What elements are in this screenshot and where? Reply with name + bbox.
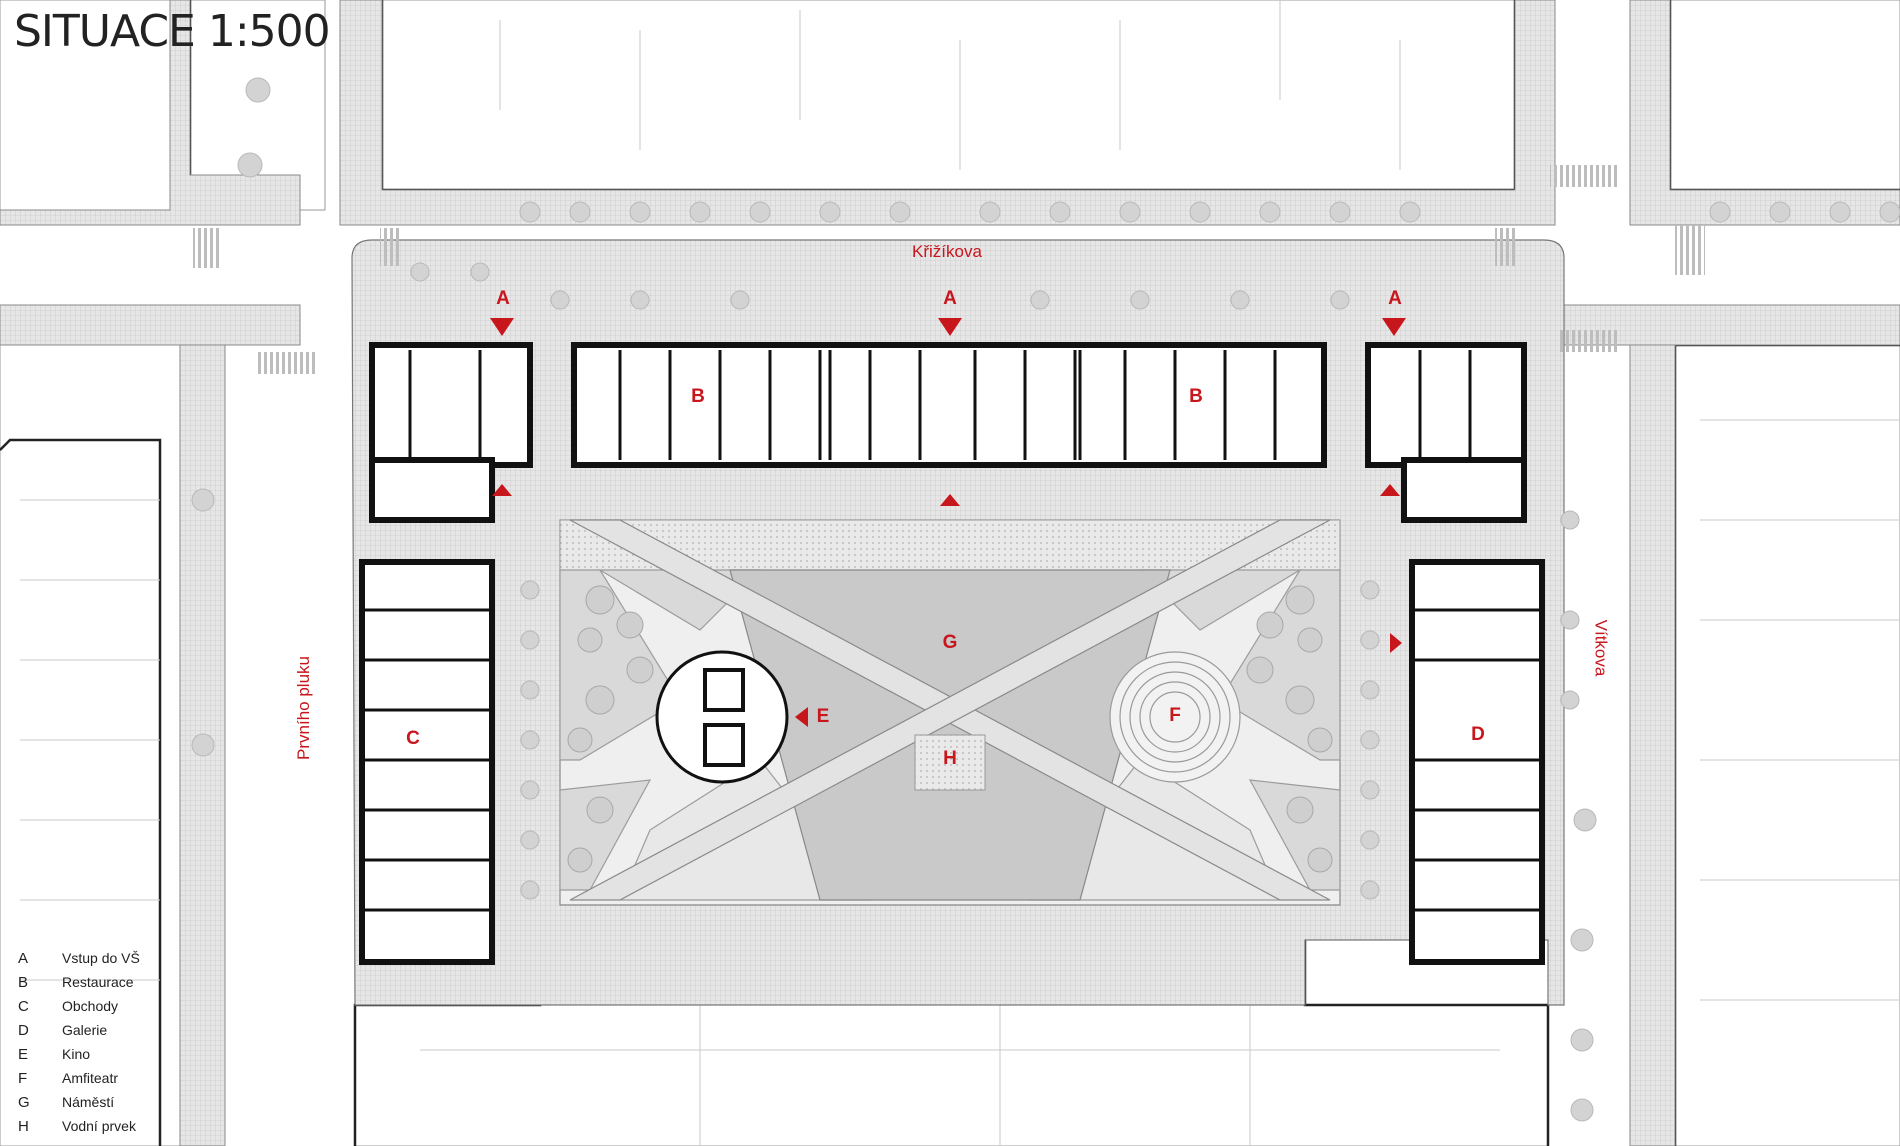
legend-label: Náměstí <box>62 1094 115 1110</box>
legend: A Vstup do VŠ B Restaurace C Obchody D Galer… <box>18 946 140 1138</box>
buildings <box>359 342 1545 965</box>
zone-label-d: D <box>1471 724 1485 745</box>
street-label-east: Vítkova <box>1591 619 1611 677</box>
cinema <box>655 650 789 784</box>
legend-label: Vodní prvek <box>62 1118 136 1134</box>
legend-key: D <box>18 1021 29 1039</box>
entrance-arrows <box>490 318 1406 727</box>
legend-row: F Amfiteatr <box>18 1066 140 1090</box>
legend-key: G <box>18 1093 30 1111</box>
street-label-north: Křižíkova <box>912 242 982 261</box>
zone-label-h: H <box>943 748 957 769</box>
legend-label: Amfiteatr <box>62 1070 119 1086</box>
amphitheatre <box>1109 651 1241 783</box>
zone-label-e: E <box>816 706 830 727</box>
legend-row: G Náměstí <box>18 1090 140 1114</box>
water-feature <box>914 734 986 791</box>
legend-key: B <box>18 973 29 991</box>
street-trees <box>191 77 1900 1122</box>
zone-label-a-center: A <box>943 288 957 309</box>
legend-key: A <box>18 949 29 967</box>
legend-row: B Restaurace <box>18 970 140 994</box>
legend-key: E <box>18 1045 29 1063</box>
zone-label-b-west: B <box>691 386 705 407</box>
legend-label: Kino <box>62 1046 91 1062</box>
legend-key: F <box>18 1069 28 1087</box>
legend-row: C Obchody <box>18 994 140 1018</box>
zone-label-a-east: A <box>1388 288 1402 309</box>
legend-label: Galerie <box>62 1022 108 1038</box>
street-label-west: Prvního pluku <box>293 656 313 760</box>
legend-key: H <box>18 1117 29 1135</box>
legend-row: E Kino <box>18 1042 140 1066</box>
legend-row: A Vstup do VŠ <box>18 946 140 970</box>
plan-title: SITUACE 1:500 <box>14 6 331 57</box>
zone-label-b-east: B <box>1189 386 1203 407</box>
legend-key: C <box>18 997 29 1015</box>
legend-label: Obchody <box>62 998 119 1014</box>
legend-label: Vstup do VŠ <box>62 950 140 966</box>
legend-row: D Galerie <box>18 1018 140 1042</box>
zone-label-g: G <box>942 632 958 653</box>
zone-label-c: C <box>406 728 420 749</box>
zone-label-f: F <box>1169 705 1181 726</box>
legend-row: H Vodní prvek <box>18 1114 140 1138</box>
zone-label-a-west: A <box>496 288 510 309</box>
legend-label: Restaurace <box>62 974 134 990</box>
